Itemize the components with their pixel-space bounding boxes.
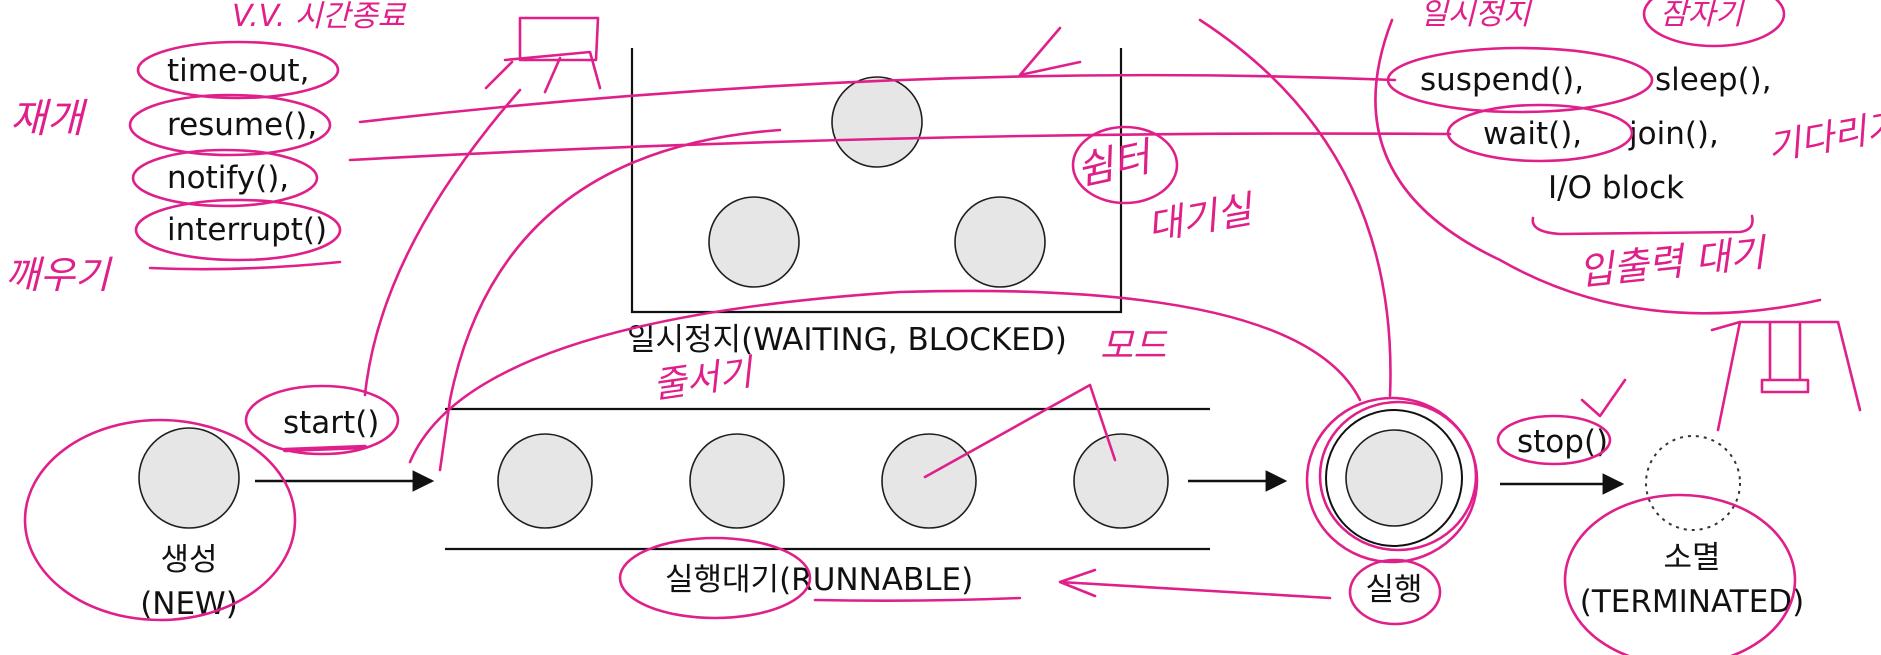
ink-underline-start	[282, 444, 368, 453]
new-state-label-en: (NEW)	[140, 586, 238, 622]
ink-ellipse-stop	[1496, 414, 1612, 466]
terminated-state-label-en: (TERMINATED)	[1580, 584, 1805, 620]
waiting-thread-node	[708, 196, 800, 288]
waiting-thread-node	[831, 76, 923, 168]
runnable-thread-node	[497, 433, 593, 529]
blocking-cause-join: join(),	[1628, 116, 1719, 152]
note-suspend: 일시정지	[1420, 0, 1533, 32]
ink-ellipse-running-2	[1318, 400, 1478, 552]
terminated-thread-node	[1645, 435, 1741, 531]
waiting-box	[630, 48, 1123, 314]
ink-ellipse-new	[23, 418, 297, 622]
waiting-thread-node	[954, 196, 1046, 288]
note-time-done: V.V. 시간종료	[232, 0, 407, 34]
blocking-cause-wait: wait(),	[1483, 116, 1582, 152]
ink-arrow-running-up	[1198, 18, 1392, 398]
ink-ellipse-runnable	[618, 536, 812, 620]
blocking-cause-sleep: sleep(),	[1655, 62, 1772, 98]
running-thread-node	[1345, 429, 1443, 527]
note-wait: 기다리기	[1764, 105, 1881, 169]
ink-ellipse-resume	[128, 93, 332, 157]
stop-transition-label: stop()	[1517, 424, 1608, 460]
waiting-state-label: 일시정지(WAITING, BLOCKED)	[627, 322, 1067, 358]
ink-big-arc	[1374, 18, 1822, 315]
runnable-state-label: 실행대기(RUNNABLE)	[665, 562, 973, 598]
ink-ellipse-timeout	[136, 40, 340, 100]
ink-ellipse-terminated	[1563, 493, 1797, 655]
ink-ellipse-running-label	[1348, 558, 1442, 626]
ink-ellipse-notify	[131, 148, 319, 208]
blocking-cause-suspend: suspend(),	[1420, 62, 1584, 98]
ink-arrow-running-runnable	[1058, 568, 1332, 600]
runnable-thread-node	[1073, 433, 1169, 529]
ink-arrow-waiting-loop	[408, 289, 1362, 464]
new-state-label-ko: 생성	[160, 542, 217, 578]
note-waiting-room: 대기실	[1144, 187, 1258, 249]
ink-bracket-io	[1531, 214, 1754, 236]
new-thread-node	[138, 427, 240, 529]
note-wake: 깨우기	[5, 253, 113, 297]
swing-doodle	[1710, 320, 1862, 432]
ink-arrow-resume-to-blocked	[358, 73, 1397, 124]
note-line-up: 줄서기	[651, 352, 758, 407]
note-sleep: 잠자기	[1660, 0, 1745, 32]
ink-ellipse-sleep-note	[1642, 0, 1786, 48]
resume-trigger-notify: notify(),	[167, 160, 289, 196]
ink-arrow-notify-to-wait	[348, 132, 1452, 162]
runnable-thread-node	[881, 433, 977, 529]
ink-arrow-into-runnable	[438, 128, 782, 472]
note-resume: 재개	[10, 96, 88, 142]
runnable-thread-node	[689, 433, 785, 529]
note-rest-room: 쉼터	[1073, 134, 1159, 195]
ink-arrowhead-top	[1018, 26, 1082, 77]
note-mode: 모드	[1100, 326, 1168, 367]
ink-arrow-start-in	[363, 88, 522, 397]
running-state-label: 실행	[1365, 572, 1422, 608]
chair-doodle	[484, 16, 602, 94]
resume-trigger-resume: resume(),	[167, 107, 317, 143]
ink-underline-interrupt	[148, 260, 342, 271]
ink-ellipse-interrupt	[134, 198, 342, 262]
note-io-wait: 입출력 대기	[1576, 230, 1769, 294]
ink-arrow-queue-front	[923, 383, 1117, 479]
start-transition-label: start()	[283, 405, 379, 441]
blocking-cause-io: I/O block	[1548, 170, 1684, 206]
terminated-state-label-ko: 소멸	[1663, 540, 1720, 576]
ink-underline-runnable	[813, 596, 1022, 602]
ink-ellipse-start	[244, 384, 400, 456]
ink-ellipse-rest-room	[1071, 125, 1179, 205]
resume-trigger-interrupt: interrupt()	[167, 212, 327, 248]
ink-check-stop	[1580, 378, 1627, 418]
resume-trigger-timeout: time-out,	[167, 53, 309, 89]
